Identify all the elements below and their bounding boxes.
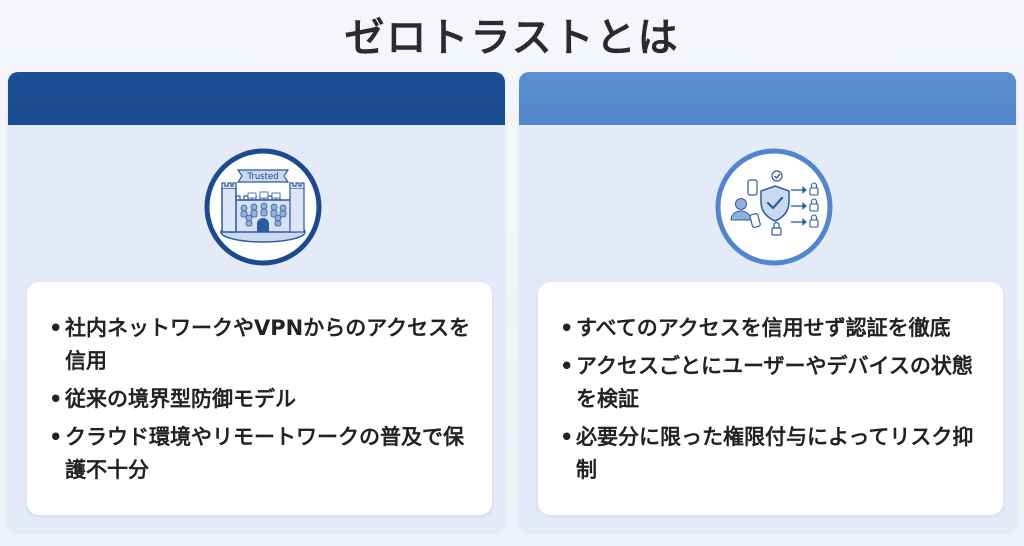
lock-icon: [809, 182, 819, 228]
perimeter-bullets-card: 社内ネットワークやVPNからのアクセスを信用 従来の境界型防御モデル クラウド環…: [27, 282, 492, 515]
list-item: クラウド環境やリモートワークの普及で保護不十分: [49, 421, 472, 487]
perimeter-bullet-list: 社内ネットワークやVPNからのアクセスを信用 従来の境界型防御モデル クラウド環…: [27, 282, 492, 487]
list-item: 必要分に限った権限付与によってリスク抑制: [560, 421, 983, 487]
perimeter-panel: Trusted 社内ネットワークやVPNからのアクセスを信用 従来の境界型防御モ…: [8, 72, 505, 532]
list-item: 社内ネットワークやVPNからのアクセスを信用: [49, 312, 472, 378]
phone-icon: [747, 179, 758, 196]
zero-trust-icon: [715, 148, 833, 266]
list-item: 従来の境界型防御モデル: [49, 383, 472, 416]
castle-icon: Trusted: [204, 148, 322, 266]
zero-trust-panel-header: [519, 72, 1016, 125]
page-title: ゼロトラストとは: [344, 15, 680, 61]
shield-check-icon: [760, 185, 790, 222]
zero-trust-panel: すべてのアクセスを信用せず認証を徹底 アクセスごとにユーザーやデバイスの状態を検…: [519, 72, 1016, 532]
list-item: すべてのアクセスを信用せず認証を徹底: [560, 312, 983, 345]
castle-illustration: Trusted: [204, 148, 322, 266]
list-item: アクセスごとにユーザーやデバイスの状態を検証: [560, 350, 983, 416]
zero-trust-bullet-list: すべてのアクセスを信用せず認証を徹底 アクセスごとにユーザーやデバイスの状態を検…: [538, 282, 1003, 487]
zero-trust-bullets-card: すべてのアクセスを信用せず認証を徹底 アクセスごとにユーザーやデバイスの状態を検…: [538, 282, 1003, 515]
zero-trust-illustration: [715, 148, 833, 266]
perimeter-panel-header: [8, 72, 505, 125]
trusted-badge: Trusted: [246, 172, 278, 182]
